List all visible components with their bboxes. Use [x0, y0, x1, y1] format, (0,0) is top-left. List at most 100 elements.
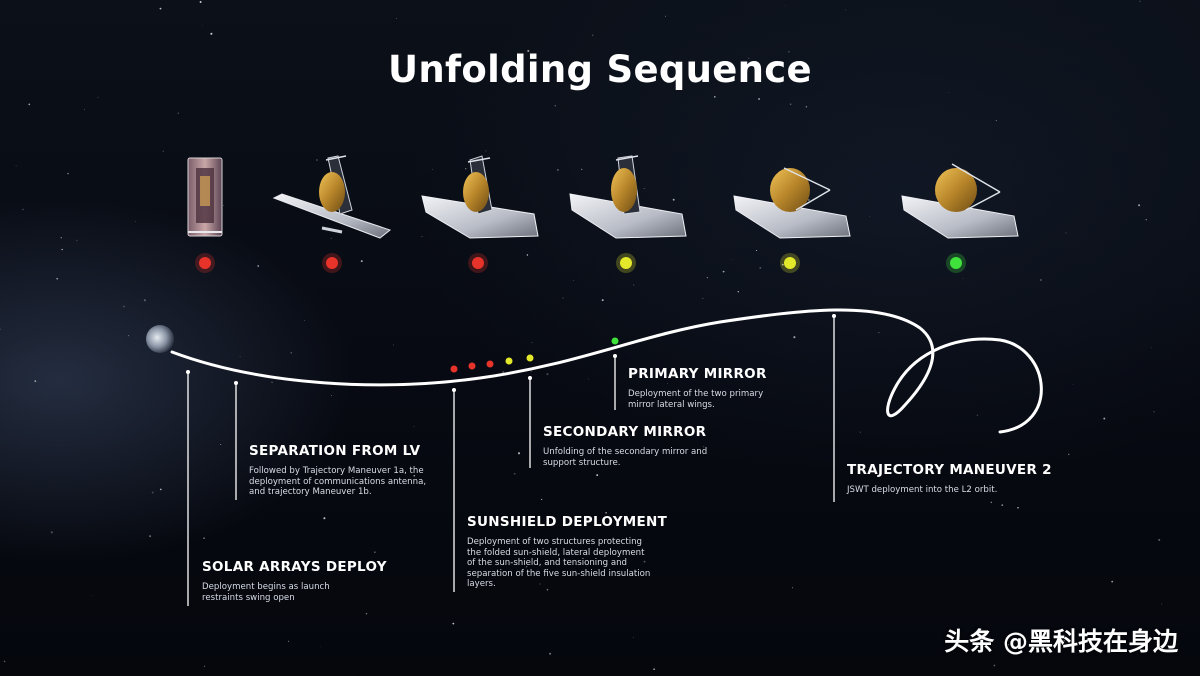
star	[360, 260, 363, 263]
star	[1145, 219, 1147, 221]
star	[556, 168, 559, 171]
star	[531, 371, 533, 372]
star	[1138, 204, 1141, 207]
trajectory-dot	[468, 362, 476, 370]
status-light-stowed	[199, 257, 211, 269]
star	[288, 640, 290, 642]
star	[1001, 504, 1004, 506]
star	[667, 383, 669, 384]
star	[1158, 538, 1161, 541]
telescope-stage-2-image	[272, 155, 392, 239]
star	[160, 488, 162, 491]
star	[581, 168, 583, 171]
star	[1139, 0, 1141, 2]
leader-endpoints	[186, 314, 836, 392]
star	[554, 105, 556, 107]
step-description: Followed by Trajectory Maneuver 1a, the …	[249, 466, 427, 498]
star	[541, 498, 543, 501]
star	[596, 474, 599, 477]
star	[60, 237, 62, 239]
leader-point	[452, 388, 456, 392]
star	[713, 96, 716, 98]
star	[517, 452, 521, 455]
star	[303, 320, 305, 321]
star	[546, 373, 549, 376]
star	[664, 15, 667, 17]
telescope-stage-5-image	[733, 167, 851, 239]
step-solar-arrays: SOLAR ARRAYS DEPLOY Deployment begins as…	[202, 559, 387, 603]
status-light-secondary-mirror	[620, 257, 632, 269]
step-primary-mirror: PRIMARY MIRROR Deployment of the two pri…	[628, 366, 788, 410]
star	[748, 57, 750, 60]
star	[239, 356, 241, 358]
star	[1068, 453, 1070, 455]
star	[759, 266, 762, 269]
leader-point	[832, 314, 836, 318]
star	[452, 622, 455, 625]
star	[331, 395, 333, 397]
status-light-solar-arrays	[326, 257, 338, 269]
step-sunshield: SUNSHIELD DEPLOYMENT Deployment of two s…	[467, 514, 667, 590]
star	[159, 7, 162, 10]
step-title: TRAJECTORY MANEUVER 2	[847, 462, 1052, 478]
watermark: 头条 @黑科技在身边	[944, 627, 1178, 656]
star	[84, 108, 85, 110]
star	[151, 491, 154, 494]
star	[702, 297, 704, 299]
star	[962, 278, 964, 279]
star	[127, 334, 130, 337]
trajectory-dot	[611, 337, 619, 345]
star	[948, 91, 950, 93]
star	[365, 612, 368, 615]
trajectory-dot	[486, 360, 494, 368]
star	[1072, 383, 1074, 385]
star	[592, 34, 594, 36]
star	[737, 291, 739, 293]
step-title: SUNSHIELD DEPLOYMENT	[467, 514, 668, 530]
leader-point	[528, 376, 532, 380]
star	[935, 468, 937, 469]
star	[122, 305, 125, 308]
star	[162, 150, 164, 152]
star	[393, 344, 394, 346]
star	[223, 205, 224, 206]
leader-point	[186, 370, 190, 374]
star	[758, 97, 761, 101]
star	[605, 512, 607, 514]
star	[791, 587, 793, 589]
star	[67, 172, 69, 175]
star	[76, 239, 78, 241]
stage-status-lights	[195, 253, 966, 273]
star	[672, 198, 675, 201]
star	[793, 336, 796, 339]
star	[539, 583, 541, 585]
star	[319, 646, 321, 647]
star	[143, 299, 146, 302]
star	[588, 378, 589, 380]
star	[562, 297, 564, 299]
star	[271, 381, 273, 384]
trajectory-dot	[450, 365, 458, 373]
step-title: SEPARATION FROM LV	[249, 443, 421, 459]
status-light-complete	[950, 257, 962, 269]
step-description: Deployment of the two primary mirror lat…	[628, 389, 764, 410]
page-title: Unfolding Sequence	[388, 48, 812, 91]
star	[643, 560, 646, 563]
star	[525, 566, 528, 568]
star	[203, 537, 205, 539]
star	[22, 208, 24, 211]
star	[353, 674, 354, 676]
leader-point	[613, 354, 617, 358]
star	[56, 277, 59, 280]
star	[789, 103, 792, 106]
step-separation: SEPARATION FROM LV Followed by Trajector…	[249, 443, 429, 498]
star	[28, 103, 31, 106]
star	[1063, 640, 1065, 642]
star	[407, 69, 409, 72]
star	[177, 112, 179, 114]
star	[455, 60, 457, 62]
telescope-stage-1-image	[187, 157, 223, 237]
star	[513, 472, 516, 475]
